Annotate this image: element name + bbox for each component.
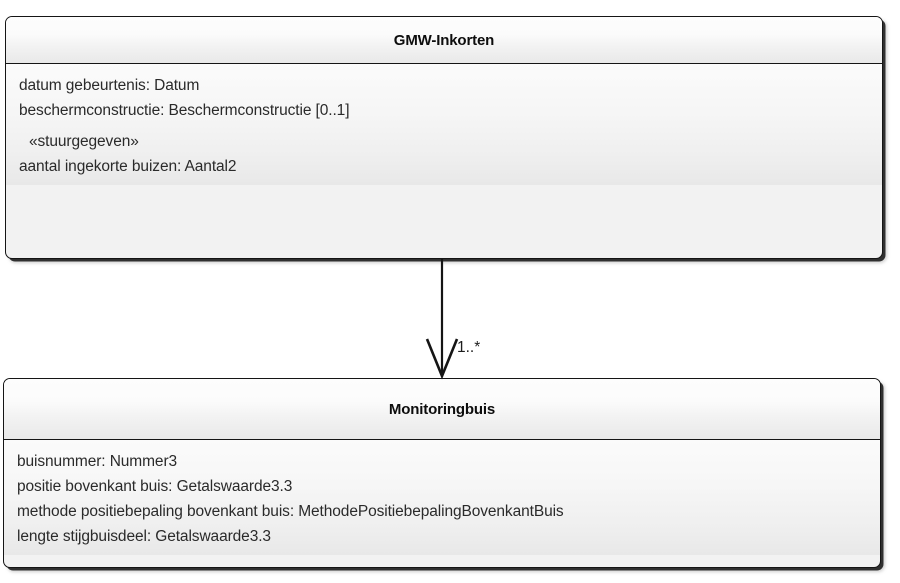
attribute-stereotype: «stuurgegeven» xyxy=(29,133,139,150)
association-arrowhead-icon xyxy=(425,338,459,380)
attribute-row: beschermconstructie: Beschermconstructie… xyxy=(19,102,350,119)
class-attributes-monitoringbuis: buisnummer: Nummer3 positie bovenkant bu… xyxy=(4,440,880,555)
association-multiplicity-label: 1..* xyxy=(457,339,481,356)
class-header-gmw-inkorten: GMW-Inkorten xyxy=(6,17,882,64)
attribute-row: lengte stijgbuisdeel: Getalswaarde3.3 xyxy=(17,528,271,545)
attribute-row: aantal ingekorte buizen: Aantal2 xyxy=(19,158,237,175)
uml-class-monitoringbuis[interactable]: Monitoringbuis buisnummer: Nummer3 posit… xyxy=(3,378,881,568)
attribute-row: positie bovenkant buis: Getalswaarde3.3 xyxy=(17,478,293,495)
class-name-gmw-inkorten: GMW-Inkorten xyxy=(393,31,495,49)
uml-class-gmw-inkorten[interactable]: GMW-Inkorten datum gebeurtenis: Datum be… xyxy=(5,16,883,259)
class-name-monitoringbuis: Monitoringbuis xyxy=(388,400,496,418)
attribute-row: buisnummer: Nummer3 xyxy=(17,453,178,470)
class-header-monitoringbuis: Monitoringbuis xyxy=(4,379,880,440)
class-attributes-gmw-inkorten: datum gebeurtenis: Datum beschermconstru… xyxy=(6,64,882,185)
attribute-row: methode positiebepaling bovenkant buis: … xyxy=(17,503,564,520)
attribute-row: datum gebeurtenis: Datum xyxy=(19,77,200,94)
